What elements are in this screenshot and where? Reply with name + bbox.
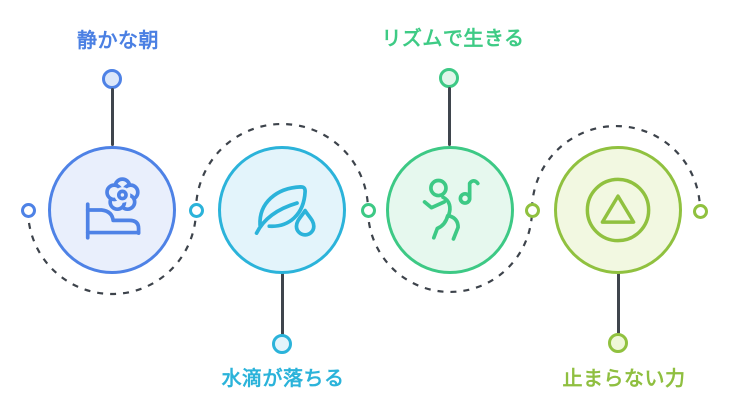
leaf-droplet-icon [254, 185, 316, 237]
path-node-dot [524, 202, 540, 218]
stem-dot-2 [272, 334, 292, 354]
path-node-dot [188, 202, 204, 218]
stem-dot-3 [439, 68, 459, 88]
dancer-music-note-icon [422, 178, 480, 241]
path-end-dot [692, 203, 708, 219]
path-node-dot [360, 202, 376, 218]
triangle-in-circle-icon [585, 177, 651, 243]
stem-line-3 [447, 87, 451, 146]
milestone-circle-4 [554, 146, 682, 274]
milestone-circle-1 [48, 146, 176, 274]
stem-line-4 [616, 273, 620, 334]
milestone-label-1: 静かな朝 [77, 30, 159, 52]
path-start-dot [20, 202, 36, 218]
bed-flower-icon [85, 177, 141, 240]
milestone-label-4: 止まらない力 [562, 368, 686, 390]
stem-line-2 [280, 273, 284, 335]
milestone-label-3: リズムで生きる [381, 28, 525, 50]
milestone-circle-3 [386, 146, 514, 274]
stem-line-1 [110, 88, 114, 146]
milestone-circle-2 [218, 146, 346, 274]
milestone-label-2: 水滴が落ちる [221, 368, 345, 390]
stem-dot-1 [102, 69, 122, 89]
stem-dot-4 [608, 333, 628, 353]
